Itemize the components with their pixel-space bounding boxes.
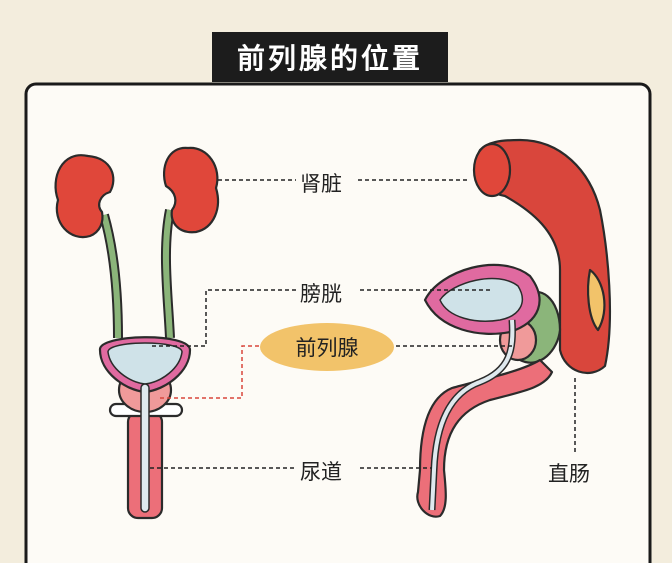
label-kidney: 肾脏 — [300, 172, 342, 196]
front-view — [54, 146, 220, 520]
leader-bladder-left — [152, 289, 296, 347]
label-urethra: 尿道 — [300, 460, 342, 484]
label-prostate: 前列腺 — [260, 323, 394, 371]
front-bladder-inner — [107, 342, 183, 385]
rectum-opening — [472, 142, 512, 198]
leader-lines — [150, 179, 576, 469]
label-rectum: 直肠 — [548, 462, 590, 486]
side-bladder-inner — [439, 277, 523, 322]
right-kidney — [162, 146, 220, 234]
page-title: 前列腺的位置 — [212, 32, 448, 82]
label-prostate-text: 前列腺 — [295, 336, 359, 360]
label-bladder: 膀胱 — [300, 282, 342, 306]
rectum — [475, 138, 612, 375]
leader-prostate-left — [160, 345, 260, 399]
left-kidney — [54, 154, 115, 239]
front-urethra — [140, 383, 150, 513]
rectum-bulge — [586, 268, 606, 332]
